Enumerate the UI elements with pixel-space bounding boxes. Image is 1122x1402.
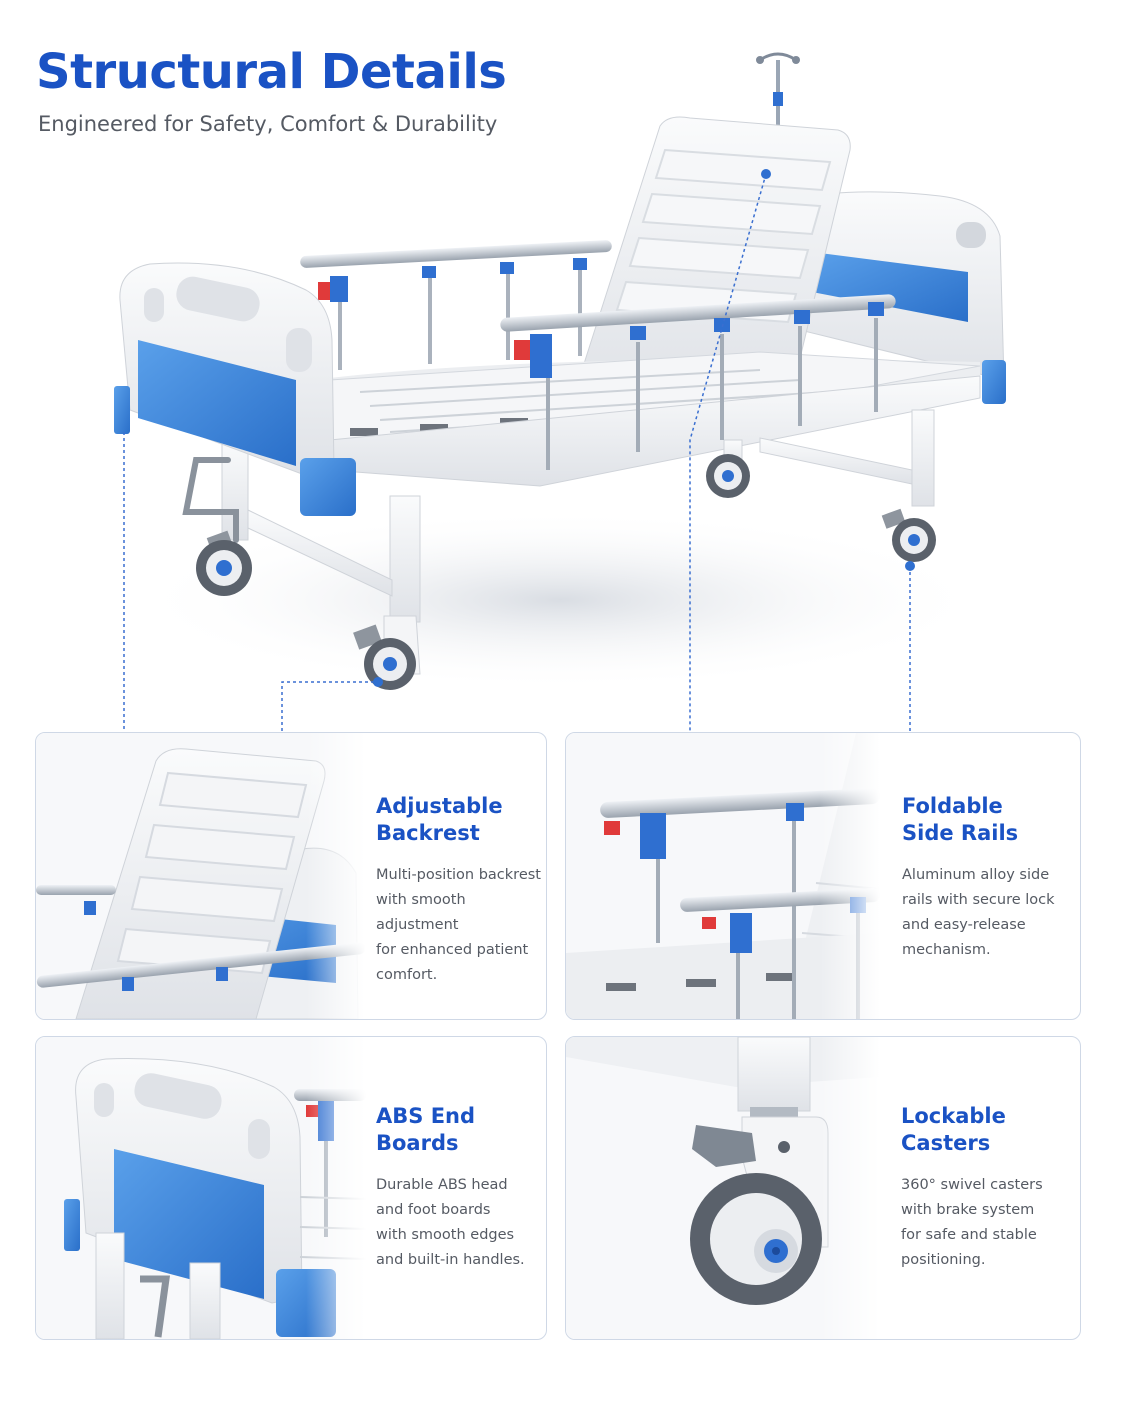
feature-title: Foldable Side Rails	[902, 794, 1019, 845]
feature-card-side-rails: Foldable Side Rails Aluminum alloy side …	[565, 732, 1081, 1020]
caster-wheels	[196, 454, 936, 690]
feature-description: Durable ABS head and foot boards with sm…	[376, 1177, 525, 1268]
callout-lines	[123, 173, 911, 732]
page-subtitle: Engineered for Safety, Comfort & Durabil…	[38, 112, 498, 136]
bed-deck	[329, 351, 981, 487]
crank-handle	[182, 457, 239, 543]
feature-card-backrest: Adjustable Backrest Multi-position backr…	[35, 732, 547, 1020]
backrest-closeup-image	[36, 733, 366, 1019]
head-board	[789, 191, 1006, 404]
backrest	[581, 116, 851, 401]
callout-dots	[373, 169, 915, 687]
feature-card-casters: Lockable Casters 360° swivel casters wit…	[565, 1036, 1081, 1340]
far-side-rail	[300, 240, 612, 370]
page-title: Structural Details	[36, 44, 507, 100]
near-side-rail	[500, 294, 896, 470]
feature-description: Aluminum alloy side rails with secure lo…	[902, 867, 1055, 958]
feature-title: Adjustable Backrest	[376, 794, 503, 845]
feature-card-end-boards: ABS End Boards Durable ABS head and foot…	[35, 1036, 547, 1340]
feature-description: Multi-position backrest with smooth adju…	[376, 867, 541, 983]
foot-board	[114, 262, 356, 516]
feature-description: 360° swivel casters with brake system fo…	[901, 1177, 1043, 1268]
hospital-bed-illustration	[114, 52, 1006, 732]
feature-title: ABS End Boards	[376, 1104, 476, 1155]
feature-title: Lockable Casters	[901, 1104, 1006, 1155]
